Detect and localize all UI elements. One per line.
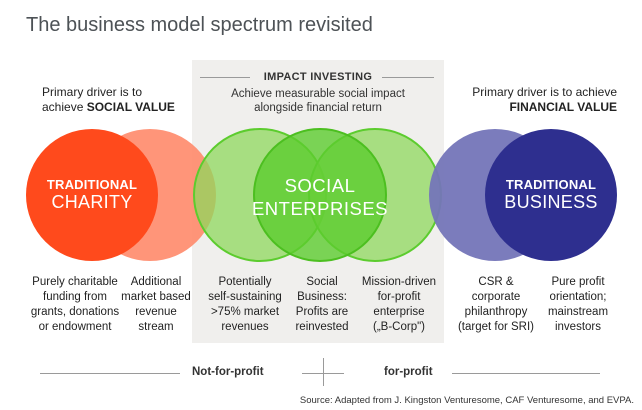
column-line: („B-Corp") — [373, 321, 425, 333]
traditional-charity-circle — [26, 129, 158, 261]
for-profit-label: for-profit — [384, 366, 433, 378]
column-line: Profits are — [295, 306, 349, 318]
column-line: enterprise — [373, 306, 425, 318]
column-line: revenues — [221, 321, 269, 333]
not-for-profit-rule — [40, 373, 180, 374]
financial-driver-line-2: FINANCIAL VALUE — [472, 100, 617, 115]
social-driver-line-2: achieve SOCIAL VALUE — [42, 100, 175, 115]
column-line: Social — [306, 276, 338, 288]
column-csr-philanthropy: CSR & corporate philanthropy (target for… — [448, 275, 544, 335]
column-line: or endowment — [38, 321, 112, 333]
social-enterprises-label: SOCIAL ENTERPRISES — [246, 174, 394, 220]
financial-driver-line-1: Primary driver is to achieve — [472, 85, 617, 99]
charity-label-line-1: TRADITIONAL — [46, 177, 138, 192]
column-line: corporate — [471, 291, 521, 303]
social-driver-prefix: achieve — [42, 100, 87, 114]
column-line: Potentially — [218, 276, 272, 288]
column-purely-charitable: Purely charitable funding from grants, d… — [22, 275, 128, 335]
social-enterprises-circle — [253, 128, 387, 262]
column-line: mainstream — [547, 306, 609, 318]
column-line: Additional — [130, 276, 182, 288]
column-line: self-sustaining — [208, 291, 282, 303]
traditional-business-circle — [485, 129, 617, 261]
profit-boundary-divider — [323, 358, 324, 386]
column-line: Purely charitable — [32, 276, 118, 288]
column-line: CSR & — [478, 276, 514, 288]
social-label-line-2: ENTERPRISES — [251, 198, 389, 219]
social-driver-emphasis: SOCIAL VALUE — [86, 100, 175, 114]
social-label-line-1: SOCIAL — [284, 175, 356, 196]
column-line: (target for SRI) — [457, 321, 535, 333]
column-self-sustaining: Potentially self-sustaining >75% market … — [198, 275, 292, 335]
impact-investing-heading: IMPACT INVESTING — [263, 71, 373, 83]
column-line: for-profit — [377, 291, 421, 303]
column-line: orientation; — [549, 291, 607, 303]
column-line: grants, donations — [30, 306, 120, 318]
for-profit-rule — [452, 373, 600, 374]
source-note: Source: Adapted from J. Kingston Venture… — [299, 395, 634, 406]
column-mission-driven: Mission-driven for-profit enterprise („B… — [350, 275, 448, 335]
column-social-business: Social Business: Profits are reinvested — [284, 275, 360, 335]
financial-value-driver: Primary driver is to achieve FINANCIAL V… — [472, 85, 617, 115]
column-line: investors — [554, 321, 602, 333]
column-line: Pure profit — [551, 276, 605, 288]
column-line: funding from — [43, 291, 107, 303]
charity-circle-label: TRADITIONAL CHARITY — [32, 177, 152, 213]
business-label-line-2: BUSINESS — [504, 192, 598, 212]
column-line: Business: — [297, 291, 347, 303]
financial-driver-emphasis: FINANCIAL VALUE — [509, 100, 617, 114]
column-line: market based — [121, 291, 191, 303]
column-line: reinvested — [295, 321, 349, 333]
impact-heading-rule-right — [382, 77, 434, 78]
column-pure-profit: Pure profit orientation; mainstream inve… — [536, 275, 620, 335]
page-title: The business model spectrum revisited — [26, 14, 373, 36]
charity-label-line-2: CHARITY — [51, 192, 133, 212]
column-line: stream — [138, 321, 174, 333]
impact-description-line-2: alongside financial return — [254, 102, 382, 114]
column-line: philanthropy — [464, 306, 528, 318]
not-for-profit-label: Not-for-profit — [192, 366, 264, 378]
column-market-revenue: Additional market based revenue stream — [116, 275, 196, 335]
column-line: revenue — [135, 306, 177, 318]
impact-heading-rule-left — [200, 77, 250, 78]
column-line: >75% market — [210, 306, 280, 318]
social-value-driver: Primary driver is to achieve SOCIAL VALU… — [42, 85, 175, 115]
business-label-line-1: TRADITIONAL — [505, 177, 597, 192]
social-driver-line-1: Primary driver is to — [42, 85, 143, 99]
business-circle-label: TRADITIONAL BUSINESS — [491, 177, 611, 213]
column-line: Mission-driven — [361, 276, 437, 288]
impact-investing-description: Achieve measurable social impact alongsi… — [192, 87, 444, 115]
impact-description-line-1: Achieve measurable social impact — [231, 88, 405, 100]
